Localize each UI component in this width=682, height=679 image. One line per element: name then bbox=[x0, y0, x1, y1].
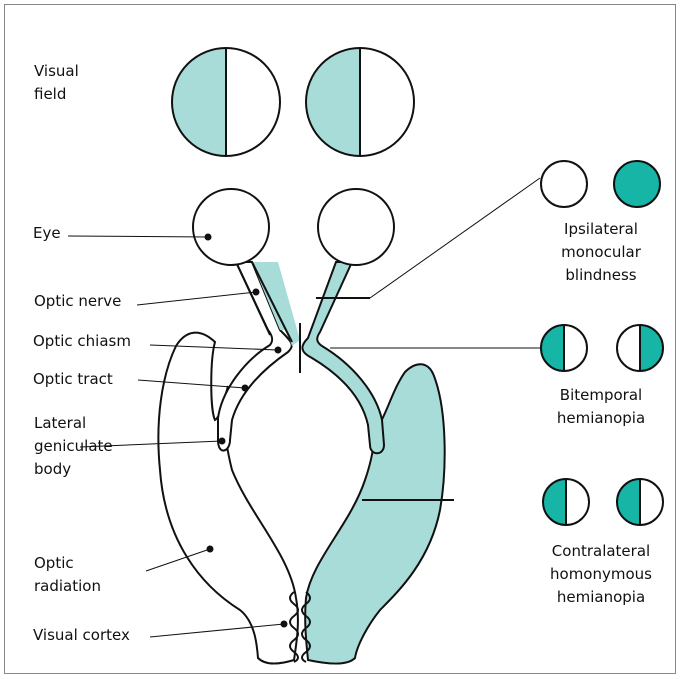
result-monocular-left-eye bbox=[541, 161, 587, 207]
label-optic-tract: Optic tract bbox=[33, 368, 113, 391]
right-optic-pathway bbox=[302, 262, 384, 453]
label-optic-radiation: Optic radiation bbox=[34, 552, 101, 598]
label-eye: Eye bbox=[33, 222, 61, 245]
result-homonymous-left-eye bbox=[543, 479, 589, 525]
left-eye bbox=[193, 189, 269, 265]
label-visual-cortex: Visual cortex bbox=[33, 624, 130, 647]
result-bitemporal-left-eye bbox=[541, 325, 587, 371]
visual-field-right bbox=[306, 48, 414, 156]
label-ipsilateral-monocular-blindness: Ipsilateral monocular blindness bbox=[530, 218, 672, 287]
result-monocular-right-eye bbox=[614, 161, 660, 207]
label-optic-chiasm: Optic chiasm bbox=[33, 330, 131, 353]
label-contralateral-homonymous-hemianopia: Contralateral homonymous hemianopia bbox=[526, 540, 676, 609]
label-visual-field: Visual field bbox=[34, 60, 79, 106]
label-bitemporal-hemianopia: Bitemporal hemianopia bbox=[530, 384, 672, 430]
right-eye bbox=[318, 189, 394, 265]
result-bitemporal-right-eye bbox=[617, 325, 663, 371]
result-homonymous-right-eye bbox=[617, 479, 663, 525]
label-optic-nerve: Optic nerve bbox=[34, 290, 121, 313]
label-lateral-geniculate-body: Lateral geniculate body bbox=[34, 412, 113, 481]
left-hemisphere bbox=[158, 333, 298, 664]
visual-field-left bbox=[172, 48, 280, 156]
